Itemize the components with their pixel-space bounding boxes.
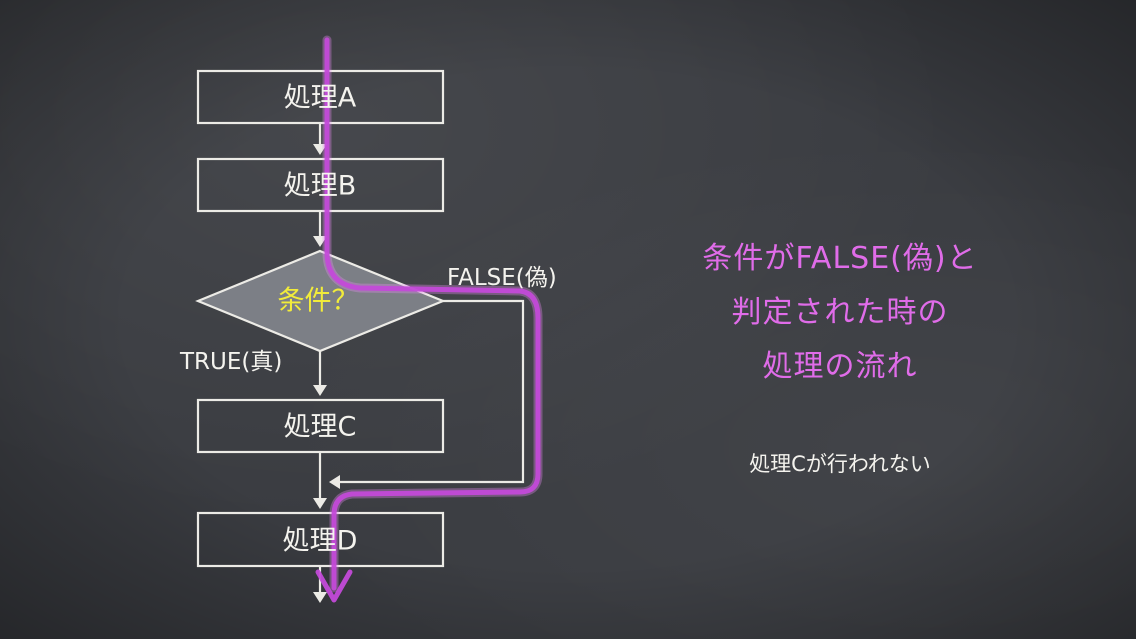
connector-condition-c <box>313 351 327 396</box>
true-branch-label: TRUE(真) <box>179 349 282 375</box>
connector-c-d <box>313 452 327 509</box>
false-flow-highlight <box>315 35 543 603</box>
false-branch-label: FALSE(偽) <box>447 265 557 291</box>
explanation-note: 処理Cが行われない <box>749 452 931 476</box>
flow-arrowhead <box>315 569 353 603</box>
connector-a-b <box>313 123 327 155</box>
process-a-label: 処理A <box>284 83 357 114</box>
process-c-label: 処理C <box>284 412 357 443</box>
headline-line: 条件がFALSE(偽)と <box>702 241 978 276</box>
connector-b-condition <box>313 211 327 247</box>
headline-line: 判定された時の <box>731 295 949 330</box>
condition-label: 条件？ <box>278 286 359 317</box>
false-branch-connector <box>329 299 525 489</box>
process-d-label: 処理D <box>283 526 358 557</box>
explanation-headline: 条件がFALSE(偽)と 判定された時の 処理の流れ <box>640 232 1040 394</box>
process-b-label: 処理B <box>284 171 357 202</box>
headline-line: 処理の流れ <box>762 349 918 384</box>
